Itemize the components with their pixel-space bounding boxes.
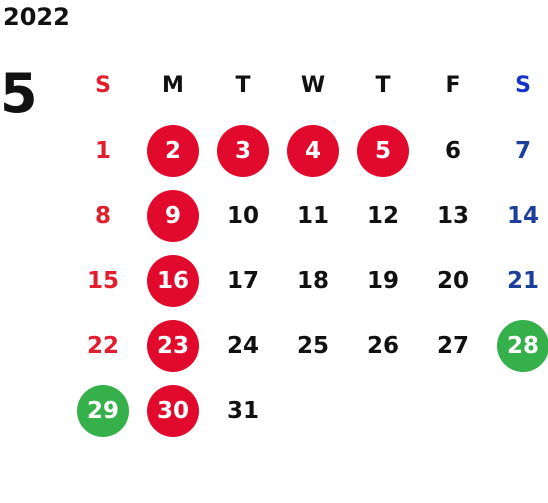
day-cell: 12 xyxy=(348,183,418,248)
day-number: 26 xyxy=(366,332,399,359)
day-cell: 19 xyxy=(348,248,418,313)
day-number: 30 xyxy=(147,384,199,437)
day-number: 7 xyxy=(514,137,531,164)
day-cell: 8 xyxy=(68,183,138,248)
day-cell: 10 xyxy=(208,183,278,248)
year-label: 2022 xyxy=(3,3,70,31)
weekday-friday: F xyxy=(445,73,461,98)
day-cell: 1 xyxy=(68,118,138,183)
day-cell: 15 xyxy=(68,248,138,313)
day-number: 1 xyxy=(94,137,111,164)
day-number: 8 xyxy=(94,202,111,229)
day-number: 25 xyxy=(296,332,329,359)
day-number: 22 xyxy=(86,332,119,359)
day-cell: 6 xyxy=(418,118,488,183)
day-number: 12 xyxy=(366,202,399,229)
day-cell: 18 xyxy=(278,248,348,313)
day-number: 27 xyxy=(436,332,469,359)
day-cell-holiday: 3 xyxy=(208,118,278,183)
month-label: 5 xyxy=(0,62,38,125)
day-cell: 21 xyxy=(488,248,548,313)
day-cell: 22 xyxy=(68,313,138,378)
day-number: 23 xyxy=(147,319,199,372)
day-cell-holiday: 4 xyxy=(278,118,348,183)
day-number: 21 xyxy=(506,267,539,294)
day-cell: 24 xyxy=(208,313,278,378)
day-cell-empty xyxy=(488,378,548,443)
day-number xyxy=(497,385,548,437)
day-cell-holiday: 30 xyxy=(138,378,208,443)
weekday-saturday: S xyxy=(515,73,531,98)
day-cell: 26 xyxy=(348,313,418,378)
weekday-monday: M xyxy=(162,73,184,98)
day-cell: 31 xyxy=(208,378,278,443)
weekday-wednesday: W xyxy=(300,73,326,98)
weekday-sunday: S xyxy=(95,73,111,98)
weekday-tuesday: T xyxy=(235,73,251,98)
day-cell: 25 xyxy=(278,313,348,378)
day-number: 2 xyxy=(147,124,199,177)
day-cell: 17 xyxy=(208,248,278,313)
day-number: 31 xyxy=(226,397,259,424)
day-number: 19 xyxy=(366,267,399,294)
day-number: 18 xyxy=(296,267,329,294)
day-number: 6 xyxy=(444,137,461,164)
day-cell-holiday: 5 xyxy=(348,118,418,183)
calendar-grid: S M T W T F S 1 2 3 4 5 6 7 8 9 10 11 12… xyxy=(68,53,548,443)
day-cell-holiday: 2 xyxy=(138,118,208,183)
day-cell: 13 xyxy=(418,183,488,248)
day-number: 11 xyxy=(296,202,329,229)
day-number: 3 xyxy=(217,124,269,177)
day-cell: 20 xyxy=(418,248,488,313)
day-cell-special: 28 xyxy=(488,313,548,378)
day-cell: 7 xyxy=(488,118,548,183)
day-number: 4 xyxy=(287,124,339,177)
day-number: 28 xyxy=(497,319,548,372)
day-cell-holiday: 23 xyxy=(138,313,208,378)
day-cell-holiday: 16 xyxy=(138,248,208,313)
day-cell: 11 xyxy=(278,183,348,248)
day-number: 10 xyxy=(226,202,259,229)
day-number: 17 xyxy=(226,267,259,294)
day-cell: 14 xyxy=(488,183,548,248)
day-cell-holiday: 9 xyxy=(138,183,208,248)
day-number xyxy=(287,385,339,437)
day-number: 5 xyxy=(357,124,409,177)
day-number: 29 xyxy=(77,384,129,437)
day-number: 13 xyxy=(436,202,469,229)
day-cell-empty xyxy=(348,378,418,443)
day-cell-special: 29 xyxy=(68,378,138,443)
day-cell-empty xyxy=(278,378,348,443)
day-number xyxy=(357,385,409,437)
day-number: 15 xyxy=(86,267,119,294)
day-cell: 27 xyxy=(418,313,488,378)
day-cell-empty xyxy=(418,378,488,443)
day-number: 16 xyxy=(147,254,199,307)
day-number xyxy=(427,385,479,437)
day-number: 20 xyxy=(436,267,469,294)
day-number: 9 xyxy=(147,189,199,242)
day-number: 14 xyxy=(506,202,539,229)
day-number: 24 xyxy=(226,332,259,359)
weekday-thursday: T xyxy=(375,73,391,98)
